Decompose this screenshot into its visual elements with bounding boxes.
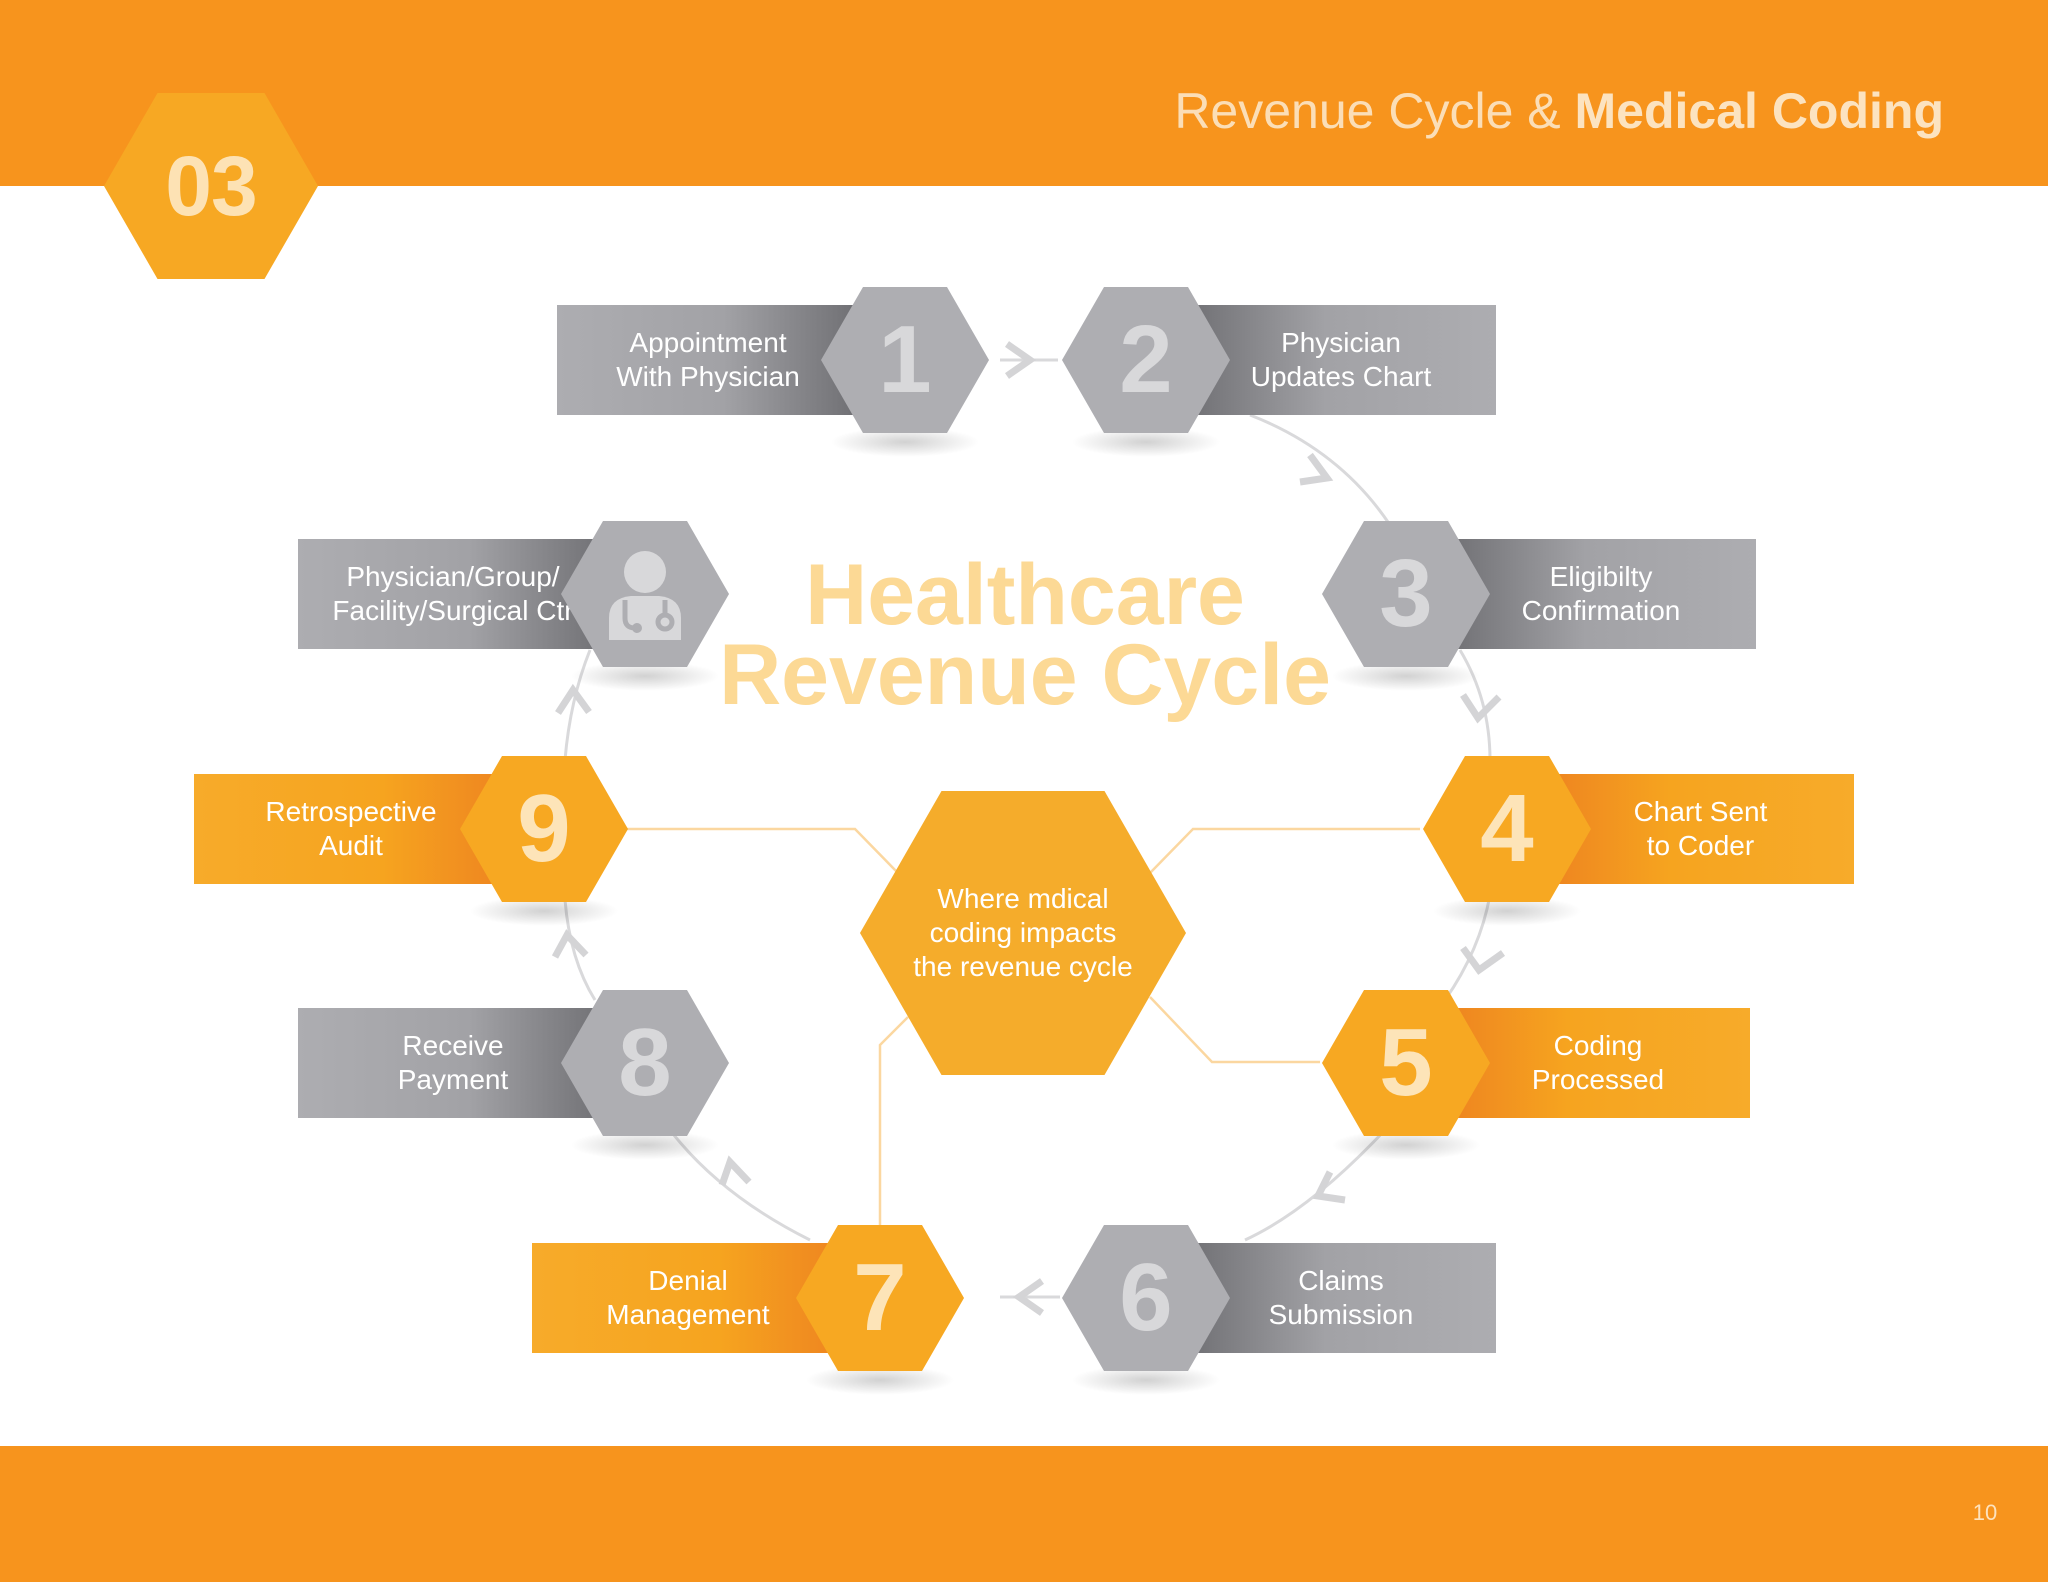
step-1-hex: 1 [821, 287, 989, 433]
connector-4-5 [1443, 894, 1492, 1001]
arrow-8-9 [551, 929, 589, 959]
header-band [0, 0, 2048, 186]
start-box: Physician/Group/ Facility/Surgical Ctr [298, 539, 608, 649]
step-7-box: Denial Management [532, 1243, 844, 1353]
arrow-9-start [555, 683, 592, 715]
arrow-7-8 [718, 1155, 752, 1187]
footer-band [0, 1446, 2048, 1582]
step-3-box: Eligibilty Confirmation [1446, 539, 1756, 649]
connector-2-3 [1249, 413, 1392, 526]
arrow-4-5 [1460, 945, 1506, 975]
step-1-box: Appointment With Physician [557, 305, 859, 415]
arrow-3-4 [1460, 693, 1502, 724]
center-text: Where mdical coding impacts the revenue … [913, 883, 1133, 982]
step-5-box: Coding Processed [1446, 1008, 1750, 1118]
link-center-7 [878, 1016, 909, 1225]
step-9-label: Retrospective Audit [265, 796, 437, 861]
connector-5-6 [1244, 1128, 1387, 1242]
step-2-hex: 2 [1062, 287, 1230, 433]
step-7-number: 7 [853, 1244, 907, 1351]
step-4-number: 4 [1480, 775, 1534, 882]
step-4-box: Chart Sent to Coder [1547, 774, 1854, 884]
page-title-bold: Medical Coding [1574, 83, 1944, 139]
chapter-number: 03 [165, 138, 257, 233]
step-1-number: 1 [878, 306, 932, 413]
step-7-hex: 7 [796, 1225, 964, 1371]
arrow-2-3 [1299, 452, 1334, 486]
link-center-9 [620, 827, 899, 874]
diagram-title-line2: Revenue Cycle [719, 627, 1331, 723]
link-center-5 [1149, 996, 1320, 1064]
step-3-label: Eligibilty Confirmation [1521, 561, 1681, 626]
connector-9-start [563, 649, 592, 761]
step-8-label: Receive Payment [397, 1030, 509, 1095]
step-2-label: Physician Updates Chart [1250, 327, 1432, 392]
step-9-number: 9 [517, 775, 571, 882]
physician-icon [609, 551, 681, 640]
step-6-label: Claims Submission [1268, 1265, 1414, 1330]
step-7-label: Denial Management [606, 1265, 770, 1330]
step-5-label: Coding Processed [1531, 1030, 1665, 1095]
connector-3-4 [1458, 649, 1492, 761]
page-title: Revenue Cycle & Medical Coding [1174, 82, 1944, 140]
step-2-box: Physician Updates Chart [1186, 305, 1496, 415]
step-8-box: Receive Payment [298, 1008, 608, 1118]
step-6-hex: 6 [1062, 1225, 1230, 1371]
step-6-number: 6 [1119, 1244, 1173, 1351]
connector-7-8 [668, 1129, 811, 1242]
step-4-label: Chart Sent to Coder [1633, 796, 1768, 861]
step-5-number: 5 [1379, 1009, 1433, 1116]
diagram-title-line1: Healthcare [805, 547, 1245, 643]
step-2-number: 2 [1119, 306, 1173, 413]
start-label: Physician/Group/ Facility/Surgical Ctr [332, 561, 574, 626]
step-8-number: 8 [618, 1009, 672, 1116]
step-1-label: Appointment With Physician [616, 327, 800, 392]
arrow-5-6 [1312, 1170, 1346, 1204]
step-6-box: Claims Submission [1186, 1243, 1496, 1353]
step-9-box: Retrospective Audit [194, 774, 508, 884]
step-3-number: 3 [1379, 540, 1433, 647]
link-center-4 [1149, 827, 1420, 874]
diagram-title: Healthcare Revenue Cycle [700, 547, 1350, 723]
page-title-light: Revenue Cycle & [1174, 83, 1561, 139]
page-number: 10 [1972, 1500, 1998, 1525]
arrow-6-7 [1012, 1278, 1044, 1316]
arrow-1-2 [1005, 341, 1037, 379]
connector-8-9 [563, 899, 597, 1001]
